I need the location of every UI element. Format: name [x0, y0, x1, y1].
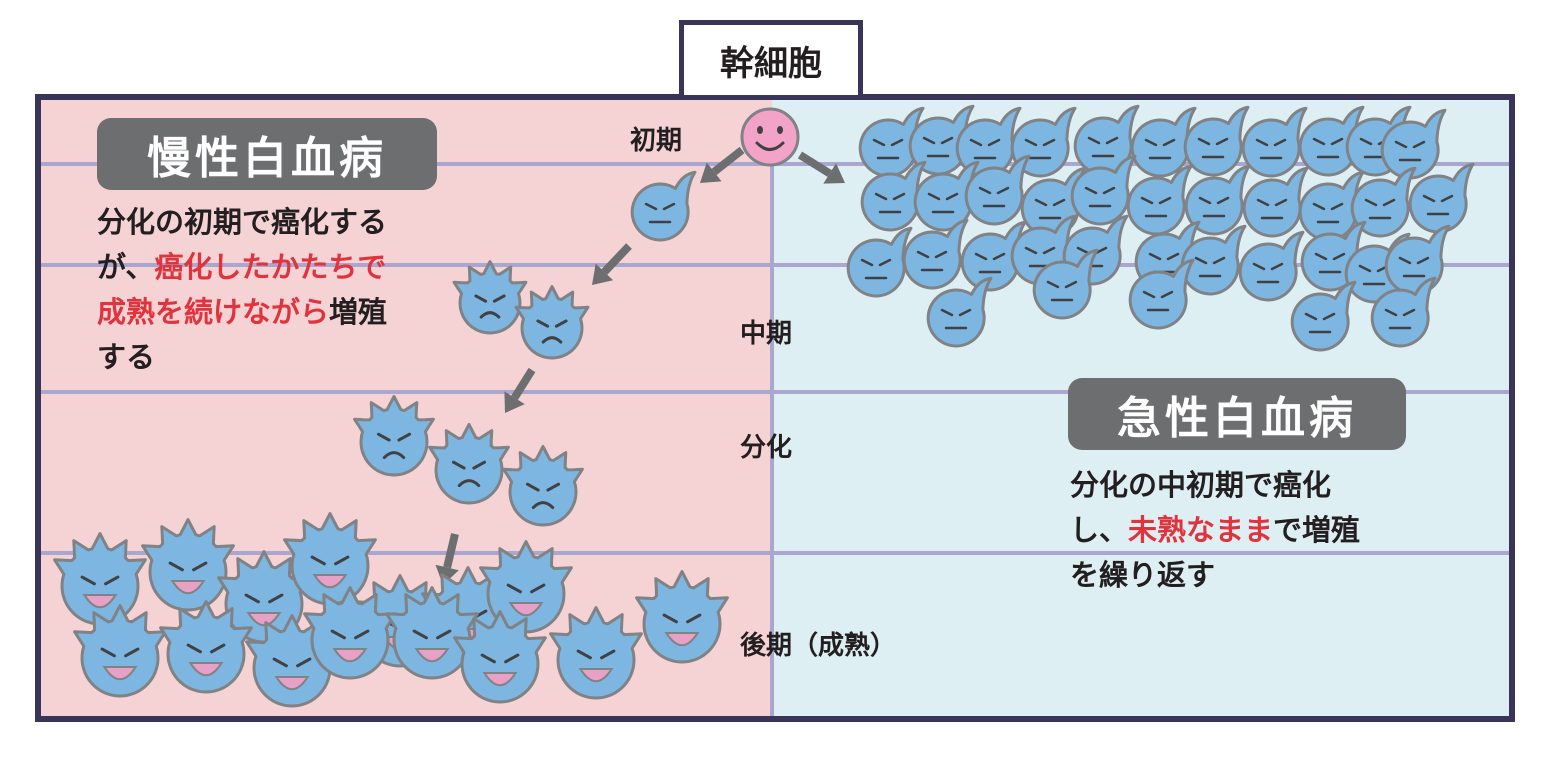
arrow-to-myelocyte: [504, 367, 536, 413]
stage-label-early: 初期: [630, 126, 683, 156]
chronic-cell-cluster: [53, 170, 729, 708]
acute-desc-line-3: を繰り返す: [1070, 553, 1430, 598]
acute-blast-cell: [926, 276, 993, 348]
mature-cell: [217, 550, 311, 644]
arrows: [435, 146, 845, 585]
stage-label-middle: 中期: [740, 319, 793, 349]
acute-desc-text: し、: [1070, 513, 1129, 547]
stem-cell: [740, 107, 800, 167]
acute-blast-cell: [1298, 170, 1365, 242]
acute-blast-cell: [1183, 105, 1250, 177]
acute-blast-cell: [1032, 248, 1099, 320]
acute-desc-text: 分化の中初期で癌化: [1070, 468, 1332, 502]
myelocyte-cell: [428, 423, 510, 505]
acute-desc-highlight: 未熟なまま: [1128, 513, 1274, 547]
mature-cell: [283, 512, 377, 606]
acute-blast-cell: [1126, 164, 1193, 236]
acute-blast-cell: [1241, 106, 1308, 178]
chronic-desc-text: 分化の初期で癌化する: [97, 205, 388, 239]
mature-cell: [53, 532, 147, 626]
arrow-to-blast: [700, 146, 745, 183]
chronic-leukemia-title: 慢性白血病: [97, 118, 437, 190]
acute-blast-cell: [846, 226, 913, 298]
mature-cell: [453, 610, 547, 704]
chronic-desc-line-4: する: [97, 335, 457, 380]
acute-blast-cell: [1180, 224, 1247, 296]
chronic-desc-text: する: [97, 340, 156, 374]
myelocyte-cell: [502, 445, 584, 527]
acute-blast-cell: [960, 220, 1027, 292]
arrow-to-acute: [797, 151, 845, 184]
chronic-desc-text: が、: [97, 250, 155, 284]
acute-blast-cell: [1298, 105, 1365, 177]
acute-leukemia-title: 急性白血病: [1068, 378, 1406, 450]
acute-blast-cell: [964, 154, 1031, 226]
acute-desc-text: で増殖: [1273, 513, 1361, 547]
mature-cell: [385, 586, 479, 680]
blast-cell: [630, 170, 697, 242]
mature-cell: [73, 604, 167, 698]
myelocyte-cell: [353, 395, 435, 477]
acute-blast-cell: [1130, 106, 1197, 178]
mature-cell: [159, 600, 253, 694]
acute-blast-cell: [1290, 280, 1357, 352]
chronic-desc-line-3: 成熟を続けながら増殖: [97, 290, 457, 335]
chronic-desc-highlight: 癌化したかたちで: [154, 250, 387, 284]
stage-label-late: 後期（成熟）: [740, 631, 897, 661]
chronic-leukemia-description: 分化の初期で癌化するが、癌化したかたちで成熟を続けながら増殖する: [97, 200, 457, 380]
acute-blast-cell: [1128, 258, 1195, 330]
acute-desc-text: を繰り返す: [1070, 558, 1216, 592]
chronic-desc-line-1: 分化の初期で癌化する: [97, 200, 457, 245]
mature-cell: [635, 570, 729, 664]
chronic-desc-text: 増殖: [329, 295, 388, 329]
arrow-to-promyelocyte: [592, 243, 632, 285]
promyelocyte-cell: [514, 285, 590, 360]
acute-desc-line-1: 分化の中初期で癌化: [1070, 463, 1430, 508]
acute-cell-cluster: [846, 104, 1475, 352]
acute-blast-cell: [860, 160, 927, 232]
acute-blast-cell: [1238, 230, 1305, 302]
acute-leukemia-description: 分化の中初期で癌化し、未熟なままで増殖を繰り返す: [1070, 463, 1430, 598]
mature-cell: [479, 540, 573, 634]
mature-cell: [303, 586, 397, 680]
acute-blast-cell: [1184, 164, 1251, 236]
acute-blast-cell: [902, 218, 969, 290]
acute-blast-cell: [1370, 276, 1437, 348]
acute-blast-cell: [955, 106, 1022, 178]
chronic-desc-highlight: 成熟を続けながら: [97, 295, 330, 329]
acute-blast-cell: [1380, 108, 1447, 180]
acute-blast-cell: [1070, 154, 1137, 226]
acute-blast-cell: [1350, 166, 1417, 238]
mature-cell: [549, 606, 643, 700]
acute-desc-line-2: し、未熟なままで増殖: [1070, 508, 1430, 553]
promyelocyte-cell: [452, 260, 528, 335]
stage-label-differentiation: 分化: [740, 433, 793, 463]
chronic-desc-line-2: が、癌化したかたちで: [97, 245, 457, 290]
stem-cell-body: [740, 107, 800, 167]
acute-blast-cell: [1408, 162, 1475, 234]
stem-cell-label: 幹細胞: [679, 20, 863, 95]
acute-blast-cell: [858, 106, 925, 178]
outer-frame: [35, 94, 1515, 722]
acute-blast-cell: [1242, 166, 1309, 238]
